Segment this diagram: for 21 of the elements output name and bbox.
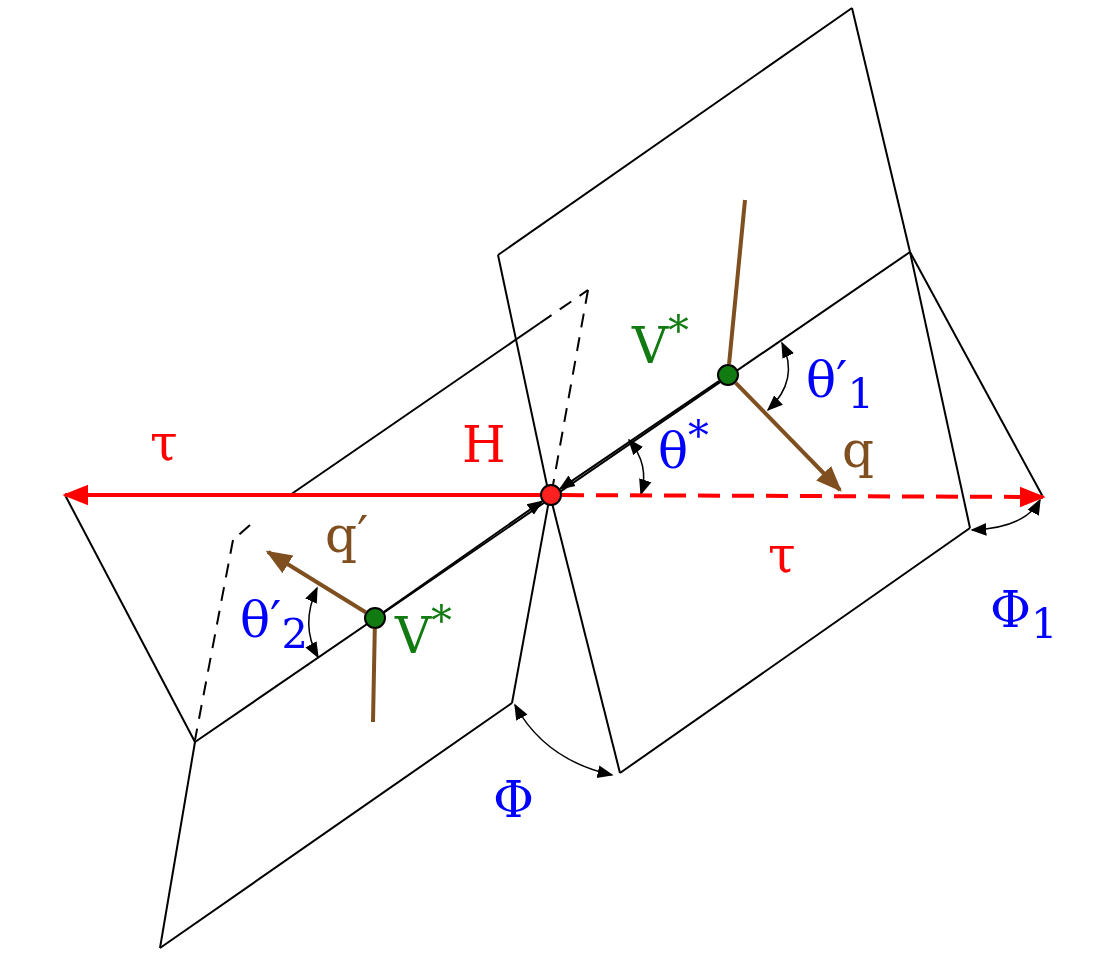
arrow <box>383 500 544 613</box>
edge-label: τ <box>150 418 178 468</box>
line <box>727 199 747 365</box>
arrow <box>265 550 367 614</box>
vertex-dot <box>717 364 739 386</box>
edge-label: τ <box>768 530 796 580</box>
symbol-label: θ$^{*}$ <box>658 415 709 476</box>
arrow <box>734 381 842 492</box>
symbol-label: θ′$_{1}$ <box>806 355 874 415</box>
vertex-dot <box>540 484 562 506</box>
symbol-label: V$^{*}$ <box>395 600 452 661</box>
symbol-label: H <box>462 420 506 470</box>
arrow <box>562 486 1046 508</box>
symbol-label: θ′$_{2}$ <box>240 595 308 655</box>
symbol-label: Φ$_{1}$ <box>990 585 1058 645</box>
vertex-dot <box>364 607 386 629</box>
symbol-label: V$^{*}$ <box>632 310 689 371</box>
arrow <box>558 380 720 490</box>
symbol-label: Φ <box>493 775 534 825</box>
line <box>371 628 377 723</box>
arrow <box>62 484 540 506</box>
